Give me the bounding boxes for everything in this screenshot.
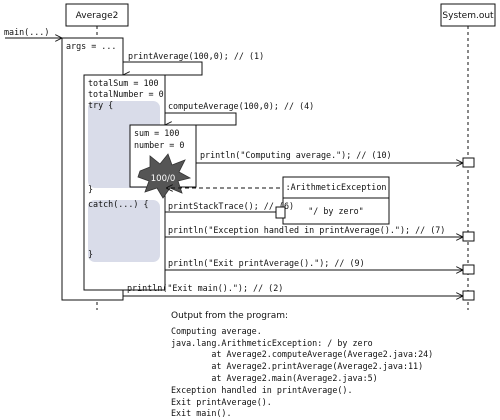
println-handled-label: println("Exception handled in printAvera… (168, 225, 445, 235)
main-call-label: main(...) (4, 27, 49, 37)
system-out-lifeline-label: System.out (442, 11, 494, 21)
try-close-label: } (88, 184, 93, 194)
output-line: at Average2.main(Average2.java:5) (171, 372, 378, 383)
args-label: args = ... (66, 41, 116, 51)
catch-block (88, 200, 160, 262)
total-number-label: totalNumber = 0 (88, 89, 164, 99)
output-line: Exception handled in printAverage(). (171, 384, 353, 395)
number-label: number = 0 (134, 140, 184, 150)
print-stack-trace-label: printStackTrace(); // (6) (168, 201, 294, 211)
try-open-label: try { (88, 100, 113, 110)
println-exit-print-average-label: println("Exit printAverage()."); // (9) (168, 258, 365, 268)
arithmetic-exception-class: :ArithmeticException (286, 182, 387, 192)
output-line: java.lang.ArithmeticException: / by zero (171, 337, 373, 348)
system-out-activation-2 (462, 231, 475, 242)
average2-lifeline-label: Average2 (76, 11, 119, 21)
program-output-caption: Output from the program: (171, 311, 289, 321)
output-line: Exit printAverage(). (171, 396, 272, 407)
println-computing-label: println("Computing average."); // (10) (200, 150, 392, 160)
program-output: Output from the program: Computing avera… (171, 311, 496, 420)
output-line: at Average2.computeAverage(Average2.java… (171, 349, 434, 360)
catch-close-label: } (88, 249, 93, 259)
sum-label: sum = 100 (134, 128, 179, 138)
system-out-activation-4 (462, 290, 475, 301)
print-average-call-arrow (123, 61, 203, 75)
system-out-activation-1 (462, 157, 475, 168)
arithmetic-exception-object (282, 176, 390, 225)
exception-activation (275, 206, 286, 219)
output-line: at Average2.printAverage(Average2.java:1… (171, 361, 424, 372)
total-sum-label: totalSum = 100 (88, 78, 159, 88)
output-line: Computing average. (171, 325, 262, 336)
catch-open-label: catch(...) { (88, 199, 149, 209)
println-exit-main-label: println("Exit main()."); // (2) (127, 283, 283, 293)
arithmetic-exception-message: "/ by zero" (308, 206, 363, 216)
output-line: Exit main(). (171, 408, 232, 419)
compute-average-call-label: computeAverage(100,0); // (4) (168, 101, 314, 111)
exception-burst-label: 100/0 (151, 174, 176, 184)
exception-burst-icon (137, 153, 192, 199)
compute-average-call-arrow (165, 112, 237, 125)
print-average-call-label: printAverage(100,0); // (1) (128, 51, 264, 61)
system-out-activation-3 (462, 264, 475, 275)
